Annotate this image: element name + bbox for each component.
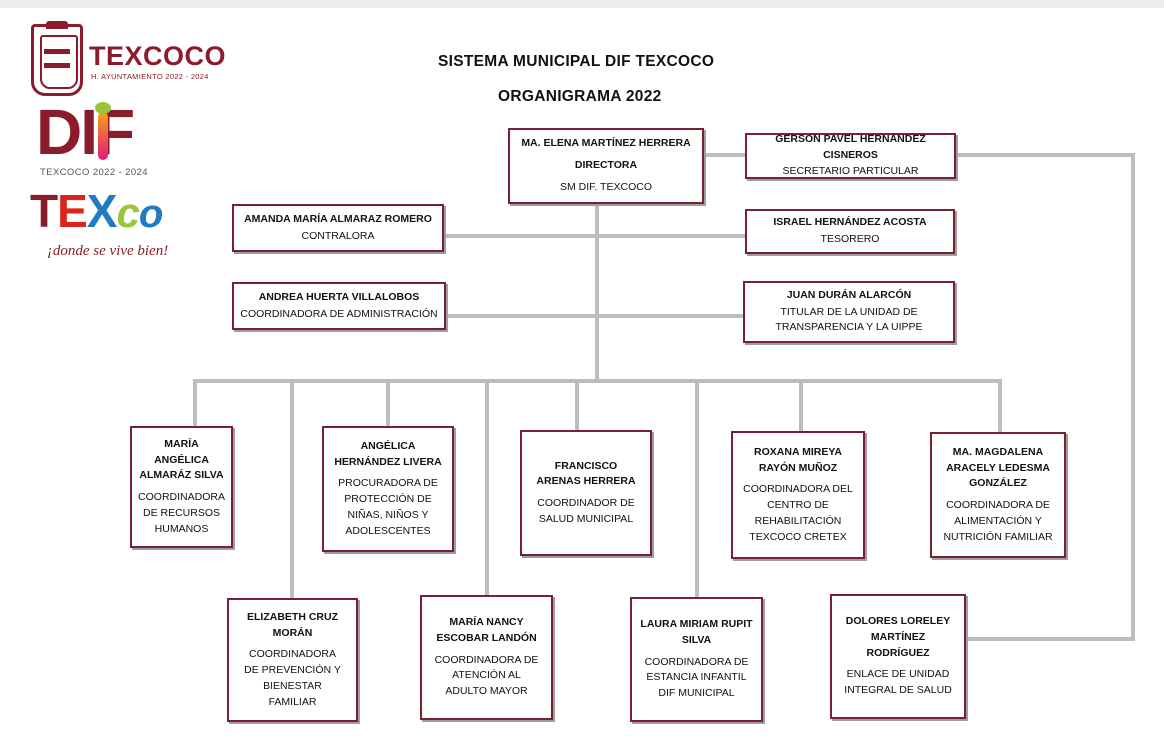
node-name: MA. MAGDALENA ARACELY LEDESMA GONZÁLEZ bbox=[946, 445, 1050, 490]
texcoco-ayuntamiento-logo: TEXCOCO H. AYUNTAMIENTO 2022 - 2024 bbox=[31, 21, 226, 102]
brand-lettering: TEXco bbox=[30, 185, 163, 237]
node-contralora: AMANDA MARÍA ALMARAZ ROMERO CONTRALORA bbox=[232, 204, 444, 252]
page-title: SISTEMA MUNICIPAL DIF TEXCOCO bbox=[438, 53, 715, 70]
node-name: ANDREA HUERTA VILLALOBOS bbox=[258, 290, 420, 303]
logo-municipal-name: TEXCOCO bbox=[89, 41, 227, 71]
node-coordinadora-administracion: ANDREA HUERTA VILLALOBOS COORDINADORA DE… bbox=[232, 282, 446, 330]
logo-municipal-subtitle: H. AYUNTAMIENTO 2022 - 2024 bbox=[91, 72, 209, 81]
node-directora: MA. ELENA MARTÍNEZ HERRERA DIRECTORA SM … bbox=[508, 128, 704, 204]
node-role: SECRETARIO PARTICULAR bbox=[782, 165, 919, 178]
node-role: COORDINADORA DE ALIMENTACIÓN Y NUTRICIÓN… bbox=[943, 499, 1053, 543]
node-role: COORDINADORA DE ADMINISTRACIÓN bbox=[240, 307, 438, 320]
node-role: DIRECTORA bbox=[574, 159, 638, 172]
node-name: GERSON PAVEL HERNÁNDEZ CISNEROS bbox=[775, 132, 926, 161]
node-name: MARÍA ANGÉLICA ALMARÁZ SILVA bbox=[139, 437, 224, 482]
node-name: JUAN DURÁN ALARCÓN bbox=[786, 288, 912, 301]
node-alimentacion-nutricion: MA. MAGDALENA ARACELY LEDESMA GONZÁLEZ C… bbox=[930, 432, 1066, 558]
node-name: LAURA MIRIAM RUPIT SILVA bbox=[640, 618, 753, 646]
brand-slogan: ¡donde se vive bien! bbox=[47, 243, 169, 259]
node-name: DOLORES LORELEY MARTÍNEZ RODRÍGUEZ bbox=[845, 615, 951, 659]
node-name: MA. ELENA MARTÍNEZ HERRERA bbox=[521, 137, 691, 150]
node-role: PROCURADORA DE PROTECCIÓN DE NIÑAS, NIÑO… bbox=[338, 477, 438, 537]
node-role: COORDINADORA DE ATENCIÓN AL ADULTO MAYOR bbox=[434, 653, 539, 698]
node-name: ANGÉLICA HERNÁNDEZ LIVERA bbox=[334, 439, 442, 468]
node-adulto-mayor: MARÍA NANCY ESCOBAR LANDÓN COORDINADORA … bbox=[420, 595, 553, 720]
node-name: ELIZABETH CRUZ MORÁN bbox=[247, 610, 338, 639]
node-role: TITULAR DE LA UNIDAD DE TRANSPARENCIA Y … bbox=[775, 305, 923, 334]
node-name: AMANDA MARÍA ALMARAZ ROMERO bbox=[244, 212, 432, 225]
node-estancia-infantil: LAURA MIRIAM RUPIT SILVA COORDINADORA DE… bbox=[630, 597, 763, 722]
node-recursos-humanos: MARÍA ANGÉLICA ALMARÁZ SILVA COORDINADOR… bbox=[130, 426, 233, 548]
node-prevencion-bienestar: ELIZABETH CRUZ MORÁN COORDINADORA DE PRE… bbox=[227, 598, 358, 722]
texcoco-brand-logo: TEXco ¡donde se vive bien! bbox=[30, 188, 195, 268]
coat-of-arms-icon bbox=[31, 21, 83, 96]
top-strip bbox=[0, 0, 1164, 8]
node-entity: SM DIF. TEXCOCO bbox=[560, 180, 652, 193]
node-role: ENLACE DE UNIDAD INTEGRAL DE SALUD bbox=[844, 668, 952, 697]
node-tesorero: ISRAEL HERNÁNDEZ ACOSTA TESORERO bbox=[745, 209, 955, 254]
node-unidad-integral-salud: DOLORES LORELEY MARTÍNEZ RODRÍGUEZ ENLAC… bbox=[830, 594, 966, 719]
node-name: MARÍA NANCY ESCOBAR LANDÓN bbox=[436, 616, 537, 644]
node-role: COORDINADORA DE ESTANCIA INFANTIL DIF MU… bbox=[644, 655, 749, 700]
node-role: CONTRALORA bbox=[301, 229, 375, 242]
node-name: FRANCISCO ARENAS HERRERA bbox=[536, 459, 636, 488]
node-name: ROXANA MIREYA RAYÓN MUÑOZ bbox=[754, 445, 842, 474]
node-transparencia-uippe: JUAN DURÁN ALARCÓN TITULAR DE LA UNIDAD … bbox=[743, 281, 955, 343]
node-salud-municipal: FRANCISCO ARENAS HERRERA COORDINADOR DE … bbox=[520, 430, 652, 556]
node-role: COORDINADORA DEL CENTRO DE REHABILITACIÓ… bbox=[743, 483, 853, 543]
node-role: COORDINADORA DE RECURSOS HUMANOS bbox=[138, 491, 225, 535]
node-procuradora-proteccion: ANGÉLICA HERNÁNDEZ LIVERA PROCURADORA DE… bbox=[322, 426, 454, 552]
dif-i-stroke-icon bbox=[98, 112, 108, 160]
dif-leaf-icon bbox=[95, 102, 111, 114]
logo-dif-subtitle: TEXCOCO 2022 - 2024 bbox=[40, 167, 148, 178]
dif-logo: DIF TEXCOCO 2022 - 2024 bbox=[36, 100, 176, 184]
node-secretario-particular: GERSON PAVEL HERNÁNDEZ CISNEROS SECRETAR… bbox=[745, 133, 956, 179]
node-centro-rehabilitacion-cretex: ROXANA MIREYA RAYÓN MUÑOZ COORDINADORA D… bbox=[731, 431, 865, 559]
node-name: ISRAEL HERNÁNDEZ ACOSTA bbox=[773, 216, 927, 229]
page-subtitle: ORGANIGRAMA 2022 bbox=[498, 88, 662, 105]
node-role: COORDINADOR DE SALUD MUNICIPAL bbox=[537, 497, 635, 525]
node-role: TESORERO bbox=[820, 233, 880, 245]
node-role: COORDINADORA DE PREVENCIÓN Y BIENESTAR F… bbox=[244, 648, 341, 708]
logo-dif-name: DIF bbox=[36, 96, 135, 168]
